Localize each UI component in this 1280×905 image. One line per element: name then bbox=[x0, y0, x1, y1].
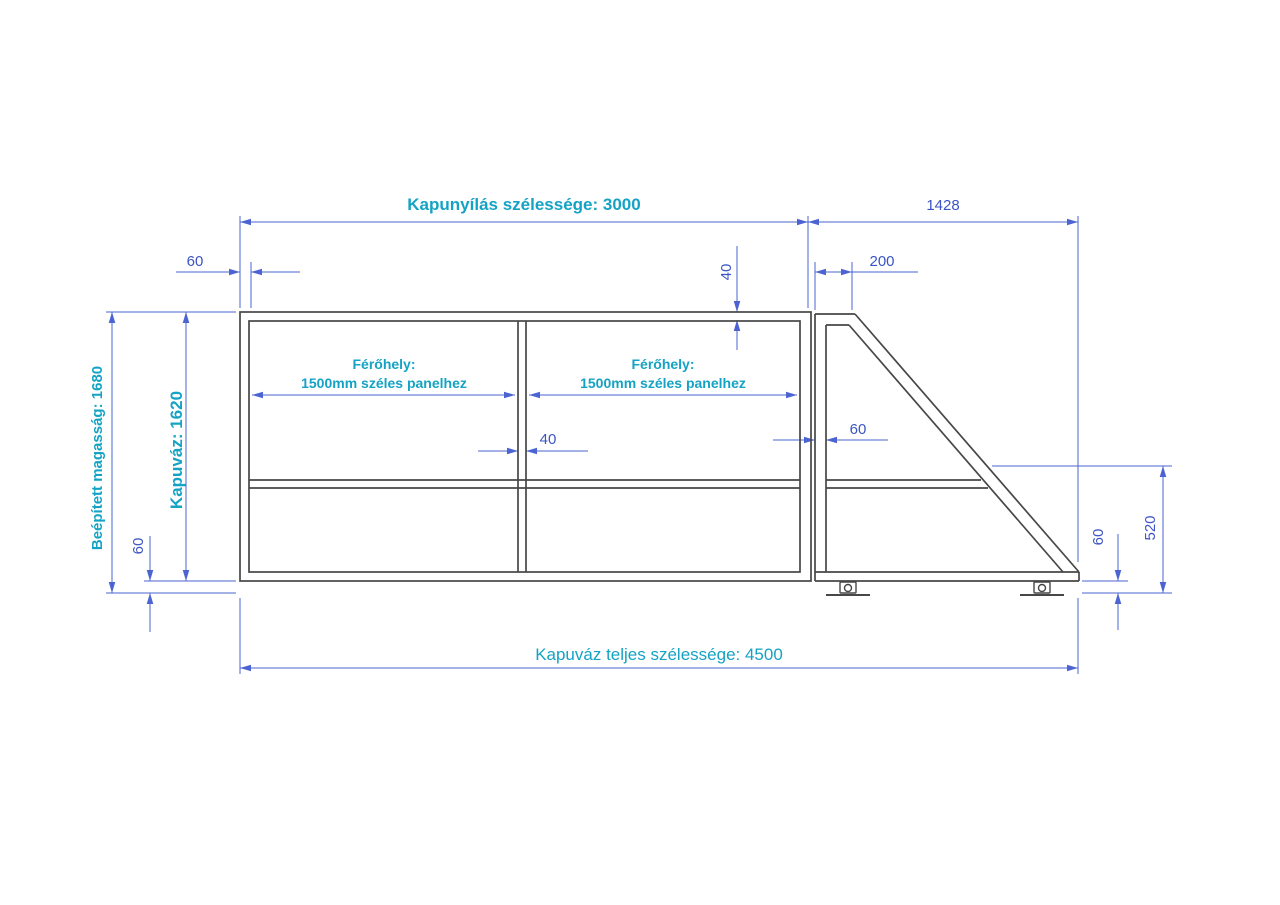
dim-label-left-frame-thickness: 60 bbox=[186, 253, 204, 270]
dim-label-ground-clearance-left: 60 bbox=[130, 537, 147, 555]
roller-carriage-right bbox=[1033, 581, 1051, 594]
dim-label-top-rail-thickness: 40 bbox=[718, 263, 735, 281]
dim-label-frame-height: Kapuváz: 1620 bbox=[167, 390, 186, 510]
panel-space-label-left: Férőhely: 1500mm széles panelhez bbox=[253, 355, 515, 393]
dim-label-tail-height: 520 bbox=[1142, 515, 1159, 541]
dim-label-mid-post-thickness: 40 bbox=[539, 431, 557, 448]
dimension-lines bbox=[108, 218, 1167, 672]
dim-label-tail-top-length: 200 bbox=[869, 253, 895, 270]
dim-label-total-width: Kapuváz teljes szélessége: 4500 bbox=[535, 645, 783, 664]
panel-space-label-left-line1: Férőhely: bbox=[352, 356, 416, 372]
gate-tail-frame bbox=[814, 313, 1080, 582]
dim-label-ground-clearance-right: 60 bbox=[1090, 528, 1107, 546]
dim-label-right-post-thickness: 60 bbox=[849, 421, 867, 438]
dim-label-tail-width: 1428 bbox=[926, 197, 960, 214]
dim-label-built-in-height: Beépített magasság: 1680 bbox=[89, 365, 106, 551]
roller-carriage-left bbox=[839, 581, 857, 594]
gate-frame-outline bbox=[239, 311, 812, 582]
panel-space-label-right-line1: Férőhely: bbox=[631, 356, 695, 372]
panel-space-label-right-line2: 1500mm széles panelhez bbox=[580, 375, 746, 391]
panel-space-label-right: Férőhely: 1500mm széles panelhez bbox=[529, 355, 797, 393]
dim-label-opening-width: Kapunyílás szélessége: 3000 bbox=[407, 195, 641, 214]
extension-lines bbox=[106, 216, 1172, 674]
panel-space-label-left-line2: 1500mm széles panelhez bbox=[301, 375, 467, 391]
